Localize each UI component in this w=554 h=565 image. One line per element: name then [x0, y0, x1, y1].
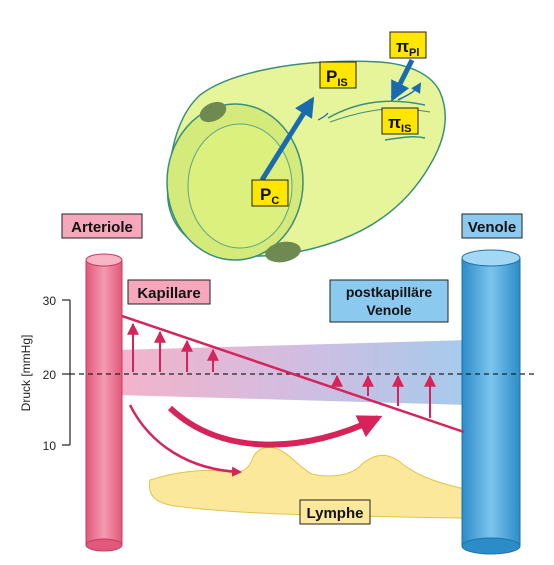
venole-label-text: Venole: [468, 219, 516, 236]
flow-arrow-lymph: [128, 404, 242, 477]
lymphe-label-text: Lymphe: [307, 505, 364, 522]
tick-10: 10: [43, 439, 57, 453]
svg-text:PIS: PIS: [326, 67, 348, 89]
svg-text:PC: PC: [260, 185, 279, 207]
pi-pl-main: π: [396, 37, 409, 56]
tick-30: 30: [43, 294, 57, 308]
tick-20: 20: [43, 368, 57, 382]
lymph-vessel: [148, 446, 471, 519]
pi-is-sub: IS: [401, 123, 411, 135]
kapillare-label: Kapillare: [127, 279, 211, 305]
pi-pl-arrow: [390, 58, 415, 102]
svg-text:πPl: πPl: [396, 37, 419, 59]
capillary-pressure-line: [121, 314, 465, 434]
svg-text:πIS: πIS: [388, 113, 411, 135]
pressure-axis: 30 20 10 Druck [mmHg]: [19, 294, 71, 453]
capillary-cross-section: [166, 60, 446, 263]
flow-arrow-main: [167, 405, 383, 448]
pis-sub: IS: [337, 77, 347, 89]
pi-pl-sub: Pl: [409, 47, 419, 59]
arteriole-label-text: Arteriole: [71, 219, 133, 236]
venole-label: Venole: [461, 213, 523, 239]
kapillare-label-text: Kapillare: [137, 285, 200, 302]
pi-is-main: π: [388, 113, 401, 132]
postkapillar-line1: postkapilläre: [346, 284, 433, 300]
pc-label-box: PC: [251, 179, 289, 207]
pi-is-small-arrow: [397, 82, 422, 101]
reabsorption-arrows: [331, 374, 436, 418]
filtration-arrows: [127, 322, 219, 372]
pis-label-box: PIS: [319, 61, 357, 89]
pis-main: P: [326, 67, 337, 86]
pi-is-label-box: πIS: [381, 107, 419, 135]
venole-vessel: [461, 249, 521, 555]
pc-arrow: [259, 96, 315, 182]
pc-main: P: [260, 185, 271, 204]
postkapillar-venole-label: postkapilläre Venole: [329, 279, 449, 323]
pis-small-tick: [317, 112, 329, 121]
lymphe-label: Lymphe: [299, 499, 371, 525]
pi-pl-label-box: πPl: [389, 31, 427, 59]
arteriole-vessel: [85, 253, 123, 552]
pc-sub: C: [271, 195, 279, 207]
postkapillar-line2: Venole: [366, 302, 411, 318]
arteriole-label: Arteriole: [61, 213, 143, 239]
axis-title: Druck [mmHg]: [19, 335, 33, 412]
capillary-band: [118, 340, 490, 405]
